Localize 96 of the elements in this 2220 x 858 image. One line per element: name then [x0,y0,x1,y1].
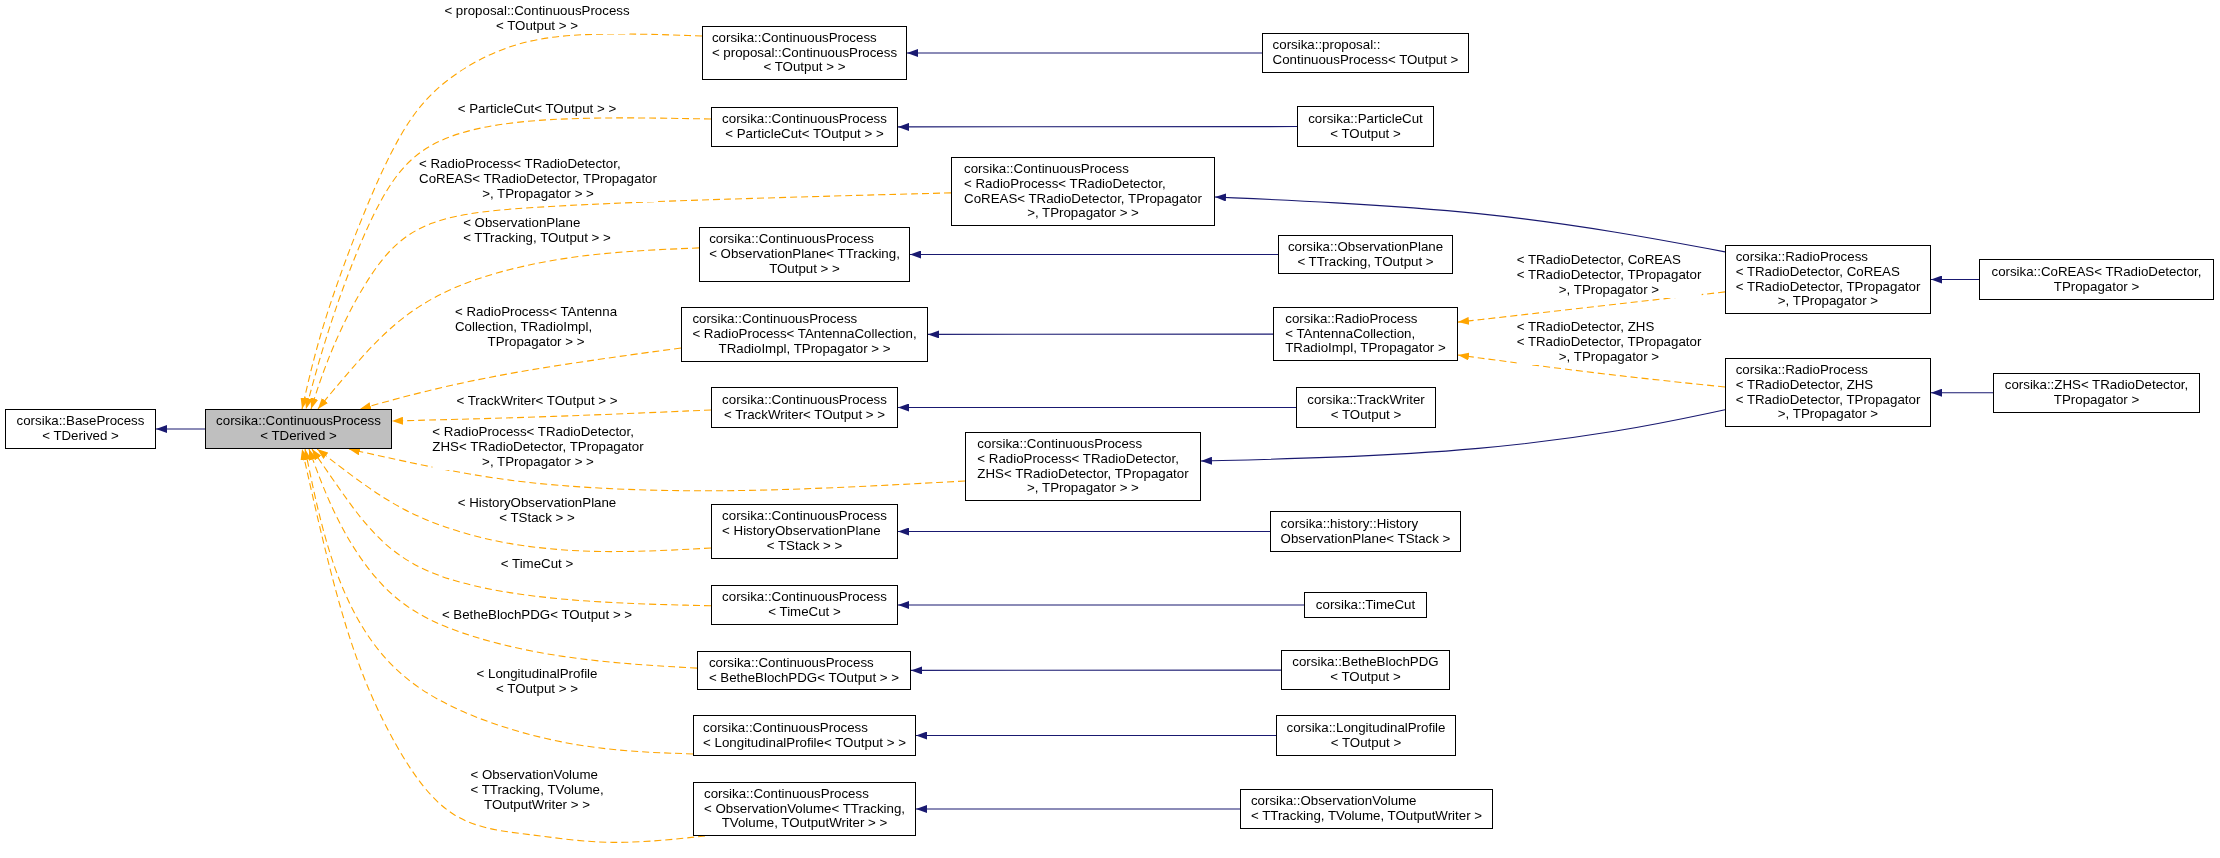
arrow [1930,388,1994,397]
edge-label: < ParticleCut< TOutput > > [457,102,617,117]
class-box [1281,650,1450,690]
edge-label: < TrackWriter< TOutput > > [456,394,618,409]
class-box [1993,373,2200,413]
class-name: corsika::ContinuousProcess < ObservationVolume< TTracking, TVolume, TOutputWriter > > [704,786,905,832]
edge-label: < TRadioDetector, CoREAS < TRadioDetector, TPropagator >, TPropagator > [1516,253,1702,298]
arrow [927,330,1274,339]
arrow [906,49,1263,57]
arrow [897,601,1305,609]
class-name: corsika::TrackWriter < TOutput > [1307,392,1425,423]
class-name: corsika::RadioProcess < TRadioDetector, ZHS < TRadioDetector, TPropagator >, TPropagator > [1735,362,1921,423]
class-box [711,504,898,559]
class-name: corsika::ContinuousProcess < TDerived > [216,414,381,444]
class-box [693,715,916,756]
class-name: corsika::proposal:: ContinuousProcess< TOutput > [1272,38,1459,68]
class-name: corsika::ContinuousProcess < ObservationPlane< TTracking, TOutput > > [709,232,900,277]
class-box [965,432,1201,501]
edge-label: < RadioProcess< TAntenna Collection, TRadioImpl, TPropagator > > [454,305,618,350]
class-name: corsika::TimeCut [1315,597,1416,613]
dashed-arrow [391,409,712,425]
class-box [1725,245,1931,314]
class-box [697,651,911,690]
dashed-arrow [359,347,682,410]
class-box [1979,259,2214,300]
class-box [693,782,916,836]
dashed-arrow [1457,352,1726,388]
class-box [951,157,1215,226]
class-name: corsika::ZHS< TRadioDetector, TPropagator > [2004,378,2189,408]
class-box [1276,715,1456,756]
class-box [1262,33,1469,73]
dashed-arrow [316,448,712,553]
arrow [897,122,1298,131]
dashed-arrow [317,247,700,410]
arrow [897,527,1271,536]
class-name: corsika::RadioProcess < TAntennaCollection, TRadioImpl, TPropagator > [1285,311,1446,357]
class-box [1270,511,1461,552]
dashed-arrow [305,117,712,410]
class-box [711,387,898,428]
dashed-arrow [308,448,698,669]
class-box [1304,592,1427,618]
class-name: corsika::ContinuousProcess < RadioProcess< TAntennaCollection, TRadioImpl, TPropagator > > [692,312,917,357]
dashed-arrow [310,192,952,410]
dashed-arrow [1457,291,1726,325]
class-box [1297,106,1434,147]
class-name: corsika::history::History ObservationPlane< TStack > [1280,516,1451,547]
edge-label: < ObservationPlane < TTracking, TOutput > > [463,216,611,246]
class-box [205,409,392,449]
arrow [915,731,1277,740]
class-name: corsika::ContinuousProcess < BetheBlochPDG< TOutput > > [708,655,900,686]
class-name: corsika::RadioProcess < TRadioDetector, CoREAS < TRadioDetector, TPropagator >, TPropagator > [1735,249,1921,310]
dashed-arrow [348,447,966,492]
edge-label: < BetheBlochPDG< TOutput > > [441,608,633,623]
class-name: corsika::ContinuousProcess < TrackWriter< TOutput > > [722,392,887,423]
class-box [5,409,156,449]
edge-label: < RadioProcess< TRadioDetector, ZHS< TRadioDetector, TPropagator >, TPropagator > > [432,425,644,470]
class-name: corsika::ContinuousProcess < proposal::ContinuousProcess < TOutput > > [711,30,898,76]
arrow [155,425,206,433]
arrow [897,403,1297,412]
class-box [699,227,910,282]
class-box [681,307,928,362]
dashed-arrow [311,448,712,607]
class-name: corsika::ContinuousProcess < RadioProcess< TRadioDetector, ZHS< TRadioDetector, TPropagator >, TPropagator > > [977,436,1189,497]
arrow [910,666,1282,675]
dashed-arrow [300,33,703,410]
edge-label: < TRadioDetector, ZHS < TRadioDetector, TPropagator >, TPropagator > [1516,320,1702,365]
class-name: corsika::BaseProcess < TDerived > [16,414,145,444]
class-name: corsika::BetheBlochPDG < TOutput > [1292,655,1439,685]
class-box [1240,789,1493,829]
class-name: corsika::ContinuousProcess < LongitudinalProfile< TOutput > > [703,720,906,751]
class-name: corsika::ContinuousProcess < TimeCut > [722,590,887,620]
class-name: corsika::ParticleCut < TOutput > [1308,111,1423,142]
class-box [711,107,898,147]
edge-label: < RadioProcess< TRadioDetector, CoREAS< TRadioDetector, TPropagator >, TPropagator > > [419,157,657,202]
class-box [702,26,907,80]
arrow [1214,193,1726,253]
class-name: corsika::ObservationPlane < TTracking, TOutput > [1287,239,1444,270]
arrow [915,805,1241,813]
class-name: corsika::ContinuousProcess < HistoryObservationPlane < TStack > > [722,509,887,554]
edge-label: < proposal::ContinuousProcess < TOutput > > [444,4,630,34]
class-name: corsika::ContinuousProcess < RadioProcess< TRadioDetector, CoREAS< TRadioDetector, TPropagator >, TPropagator > > [964,161,1202,222]
class-box [1725,358,1931,427]
class-name: corsika::LongitudinalProfile < TOutput > [1286,720,1446,751]
arrow [909,250,1279,259]
edge-label: < LongitudinalProfile < TOutput > > [476,667,598,697]
arrow [1200,409,1726,465]
edge-label: < ObservationVolume < TTracking, TVolume, TOutputWriter > > [470,768,604,813]
class-box [1273,307,1458,361]
class-name: corsika::ContinuousProcess < ParticleCut< TOutput > > [722,112,887,142]
class-name: corsika::CoREAS< TRadioDetector, TPropagator > [1991,264,2202,295]
class-box [1278,235,1453,274]
class-box [1296,387,1436,428]
dashed-arrow [303,448,694,755]
class-box [711,585,898,625]
arrow [1930,275,1980,284]
class-name: corsika::ObservationVolume < TTracking, TVolume, TOutputWriter > [1250,794,1483,824]
